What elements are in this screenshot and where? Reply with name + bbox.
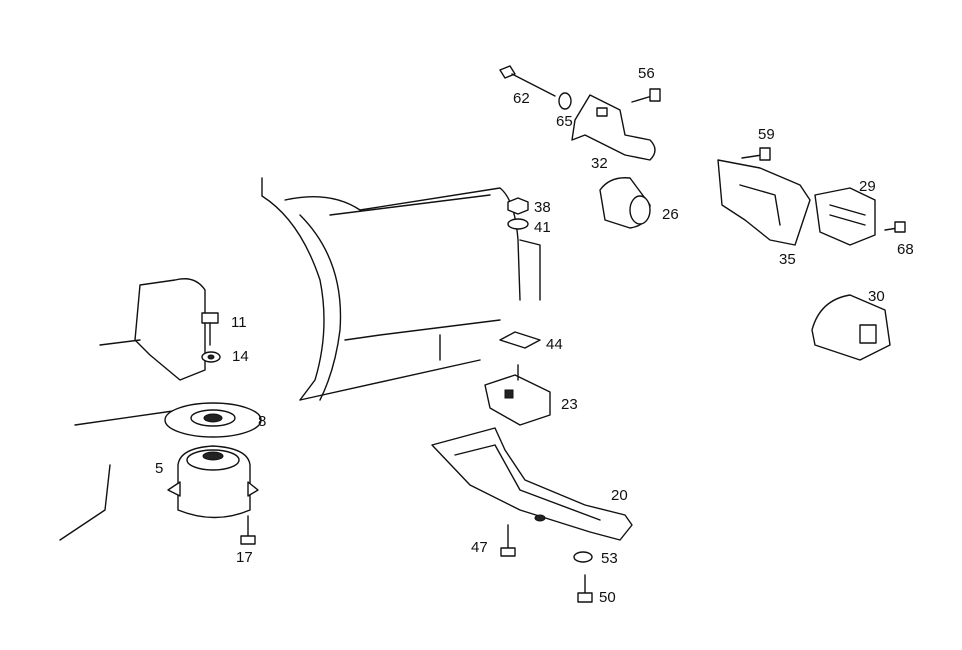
transmission-housing [59, 177, 541, 541]
label-68: 68 [897, 241, 914, 258]
bracket-32 [571, 94, 656, 161]
label-26: 26 [662, 206, 679, 223]
label-14: 14 [232, 348, 249, 365]
label-11: 11 [231, 314, 247, 331]
bolt-62 [499, 65, 556, 97]
washer-41 [507, 218, 529, 230]
label-62: 62 [513, 90, 530, 107]
bolt-50 [577, 574, 593, 603]
label-38: 38 [534, 199, 551, 216]
label-32: 32 [591, 155, 608, 172]
label-47: 47 [471, 539, 488, 556]
mount-5 [167, 445, 259, 519]
nut-38 [507, 197, 529, 215]
label-35: 35 [779, 251, 796, 268]
mount-26 [599, 177, 651, 229]
label-56: 56 [638, 65, 655, 82]
bolt-17 [240, 515, 256, 545]
bolt-59 [741, 147, 771, 161]
bracket-35 [717, 159, 811, 246]
label-41: 41 [534, 219, 551, 236]
mount-30 [811, 294, 891, 361]
label-23: 23 [561, 396, 578, 413]
bolt-47 [500, 524, 516, 557]
label-17: 17 [236, 549, 253, 566]
label-29: 29 [859, 178, 876, 195]
label-65: 65 [556, 113, 573, 130]
label-5: 5 [155, 460, 163, 477]
washer-65 [558, 92, 572, 110]
label-8: 8 [258, 413, 266, 430]
mount-29 [814, 187, 876, 246]
bolt-11 [201, 312, 219, 346]
label-30: 30 [868, 288, 885, 305]
bolt-56 [631, 88, 661, 103]
part-labels: 62 65 56 32 59 29 38 41 26 68 35 30 11 1… [155, 65, 914, 606]
clip-44 [499, 331, 541, 349]
washer-14 [201, 351, 221, 363]
label-50: 50 [599, 589, 616, 606]
washer-53 [573, 551, 593, 563]
label-44: 44 [546, 336, 563, 353]
label-20: 20 [611, 487, 628, 504]
plate-8 [164, 402, 262, 438]
bolt-68 [884, 221, 906, 233]
mount-23 [484, 364, 551, 426]
label-53: 53 [601, 550, 618, 567]
crossmember-20 [431, 427, 633, 541]
label-59: 59 [758, 126, 775, 143]
